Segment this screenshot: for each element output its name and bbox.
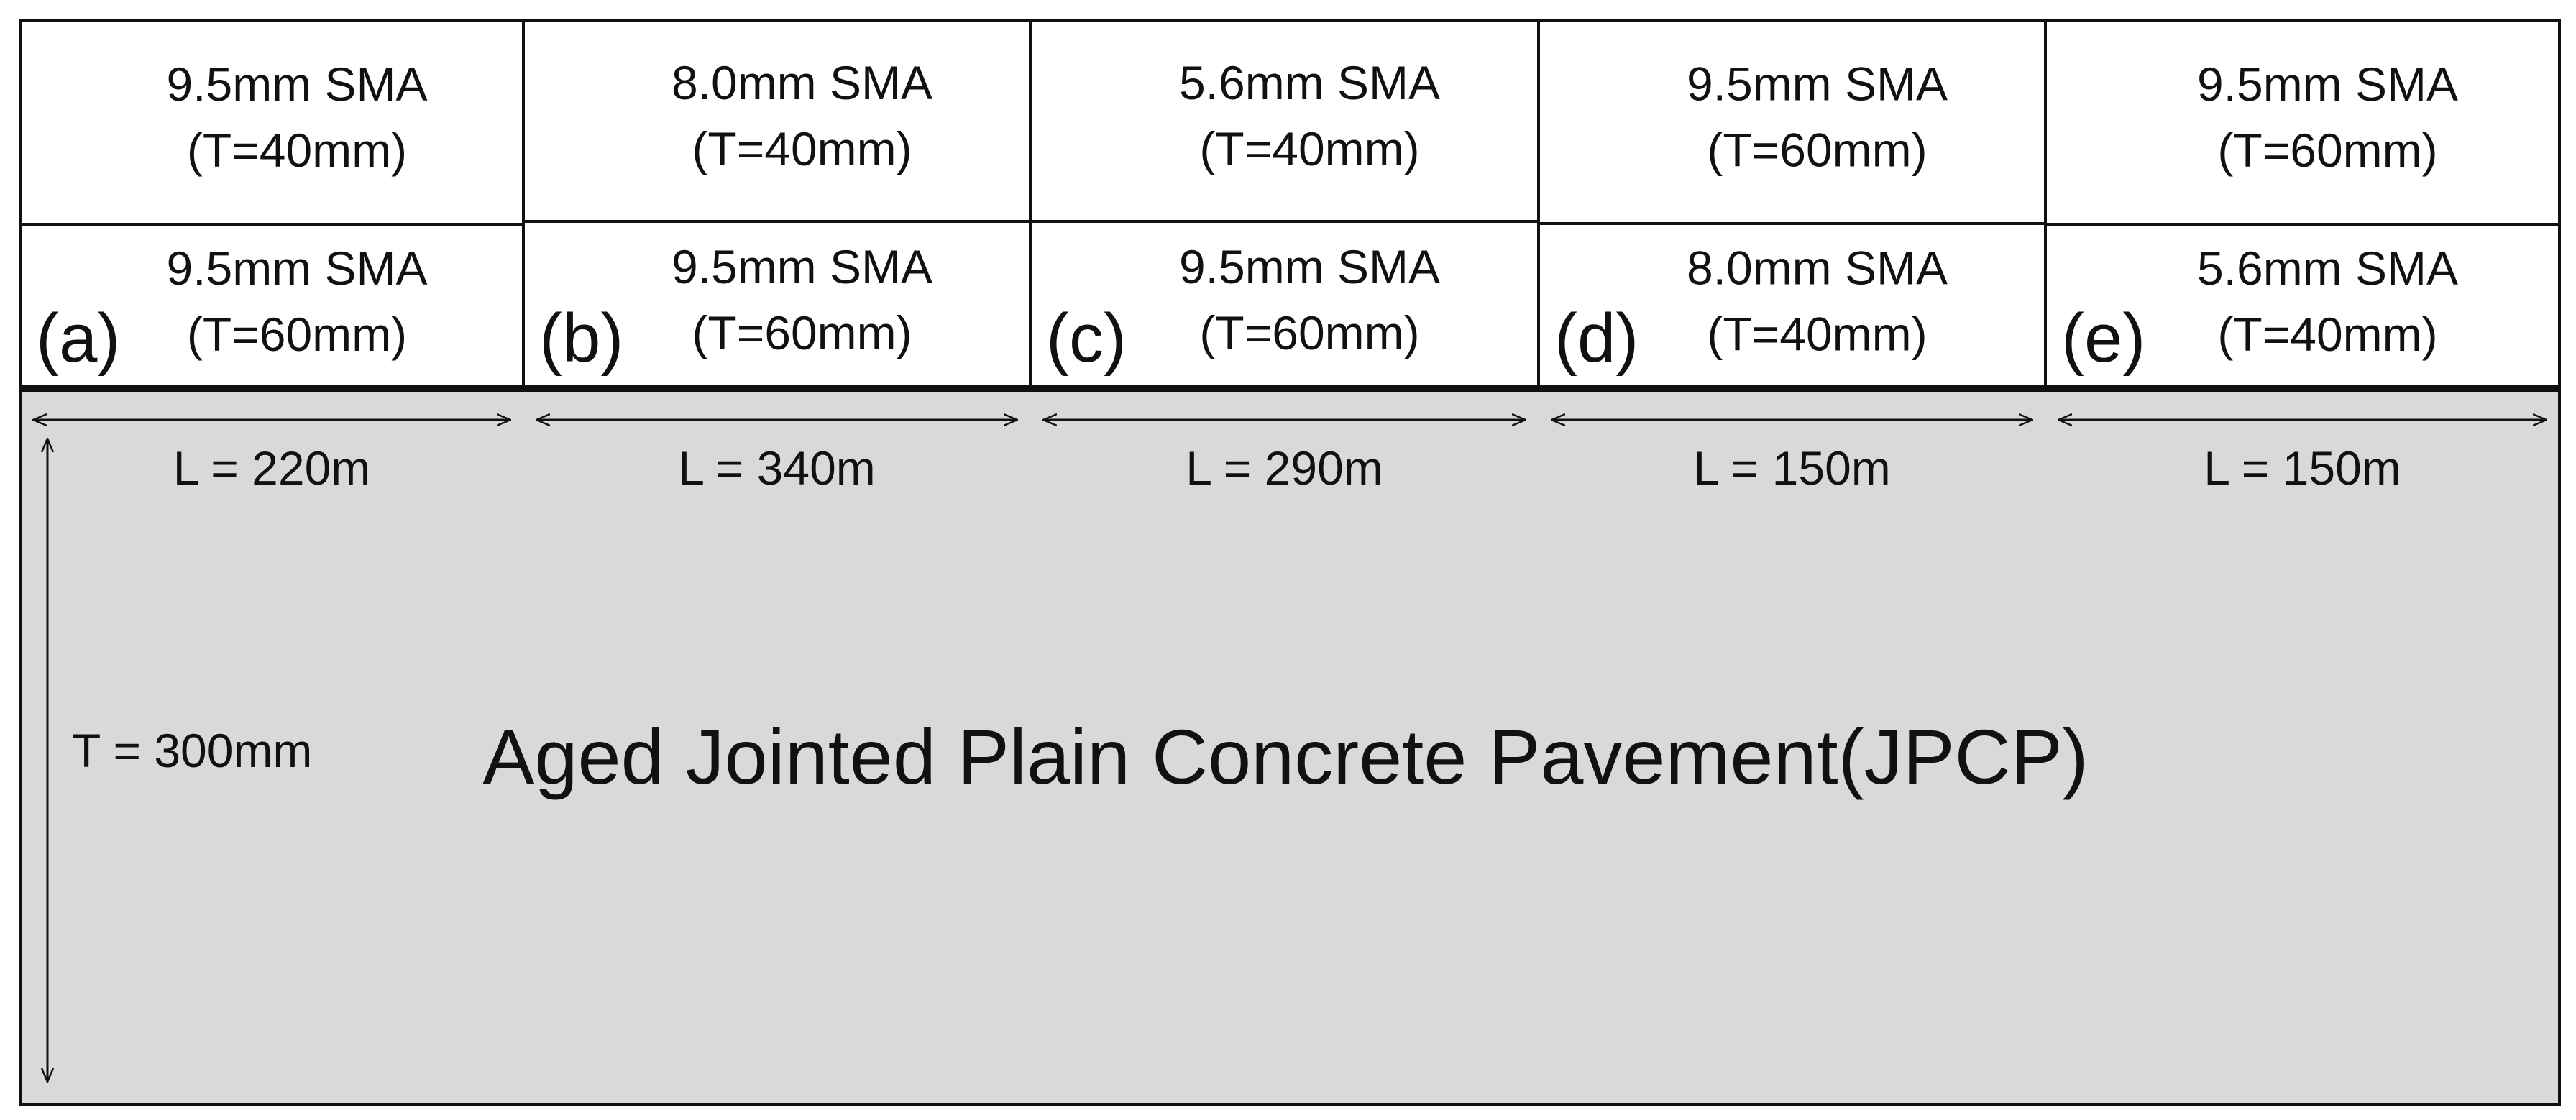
section-a-top-mix: 9.5mm SMA	[166, 58, 427, 111]
section-e-top-layer	[2044, 19, 2561, 226]
section-d-top-layer	[1537, 19, 2047, 225]
section-a-bottom-mix: 9.5mm SMA	[166, 242, 427, 295]
section-d-label: (d)	[1554, 300, 1638, 377]
section-b-length-label: L = 340m	[678, 441, 876, 495]
section-d-bottom-mix: 8.0mm SMA	[1687, 242, 1948, 295]
section-d-length-label: L = 150m	[1693, 441, 1891, 495]
section-e-bottom-mix: 5.6mm SMA	[2197, 242, 2458, 295]
section-e-top-mix: 9.5mm SMA	[2197, 58, 2458, 111]
section-c-bottom-thickness: (T=60mm)	[1199, 306, 1419, 359]
section-a-bottom-layer	[19, 223, 525, 390]
jpcp-thickness-label: T = 300mm	[72, 724, 312, 777]
section-d-bottom-layer	[1537, 222, 2047, 390]
section-e-top-thickness: (T=60mm)	[2217, 124, 2437, 177]
section-b-bottom-layer	[522, 220, 1032, 390]
section-b-top-thickness: (T=40mm)	[692, 122, 912, 175]
section-e-bottom-thickness: (T=40mm)	[2217, 308, 2437, 361]
section-b-label: (b)	[539, 300, 623, 377]
section-a-top-thickness: (T=40mm)	[187, 124, 407, 177]
jpcp-base-layer	[19, 387, 2561, 1106]
section-e-label: (e)	[2061, 300, 2145, 377]
section-c-top-layer	[1029, 19, 1540, 223]
section-c-top-thickness: (T=40mm)	[1199, 122, 1419, 175]
section-b-bottom-thickness: (T=60mm)	[692, 306, 912, 359]
section-b-top-layer	[522, 19, 1032, 223]
section-b-top-mix: 8.0mm SMA	[671, 56, 932, 109]
section-d-top-mix: 9.5mm SMA	[1687, 58, 1948, 111]
section-a-top-layer	[19, 19, 525, 226]
section-c-length-label: L = 290m	[1186, 441, 1383, 495]
section-a-bottom-thickness: (T=60mm)	[187, 308, 407, 361]
section-b-bottom-mix: 9.5mm SMA	[671, 240, 932, 293]
jpcp-title: Aged Jointed Plain Concrete Pavement(JPC…	[482, 713, 2088, 800]
section-e-length-label: L = 150m	[2204, 441, 2401, 495]
section-c-label: (c)	[1046, 300, 1127, 377]
section-d-bottom-thickness: (T=40mm)	[1707, 308, 1927, 361]
section-a-length-label: L = 220m	[173, 441, 371, 495]
section-c-bottom-mix: 9.5mm SMA	[1179, 240, 1440, 293]
section-c-top-mix: 5.6mm SMA	[1179, 56, 1440, 109]
overlay-sections: 9.5mm SMA (T=40mm) 9.5mm SMA (T=60mm) (a) L =…	[19, 19, 2561, 495]
section-d-top-thickness: (T=60mm)	[1707, 124, 1927, 177]
section-a-label: (a)	[36, 300, 120, 377]
